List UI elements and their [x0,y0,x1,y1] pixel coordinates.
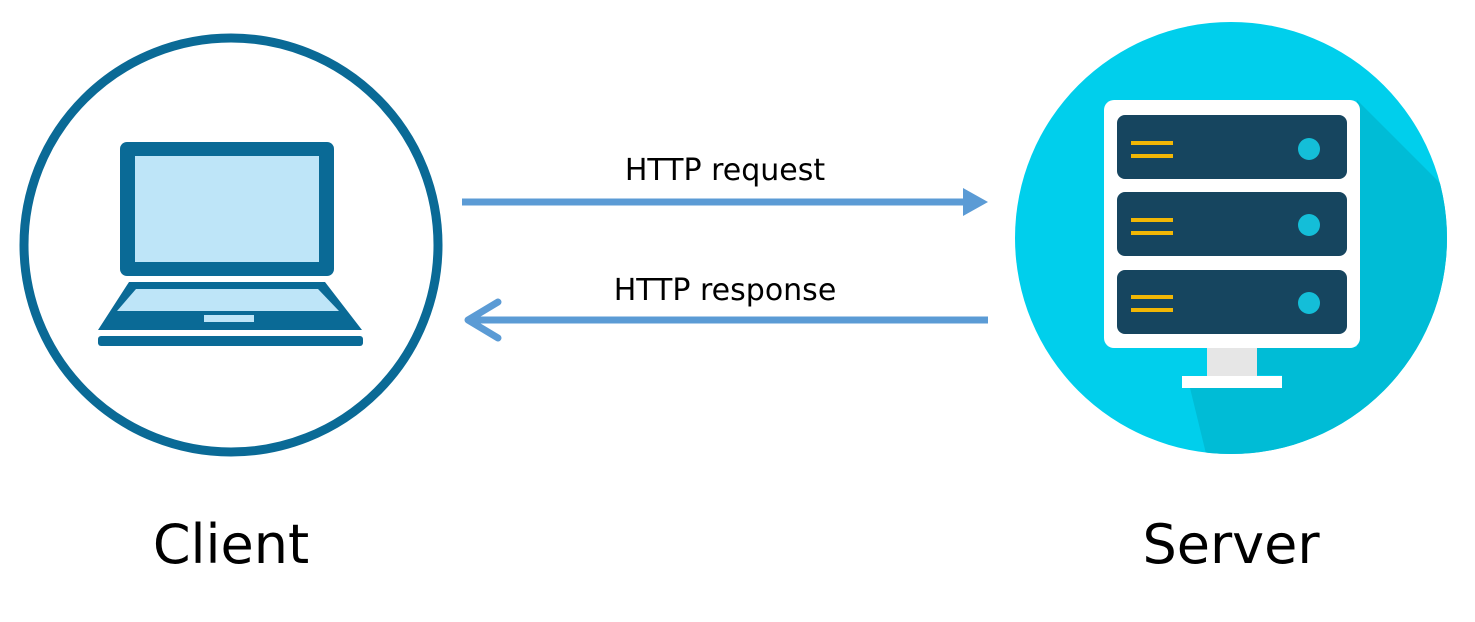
laptop-keyboard [117,289,339,311]
server-node [1015,22,1447,454]
request-arrow [462,188,988,216]
client-node [19,33,443,457]
response-arrow-head [464,298,502,342]
response-arrow [464,298,988,342]
response-label: HTTP response [614,273,837,308]
server-stand-neck [1207,346,1257,378]
request-label: HTTP request [625,153,826,188]
server-label: Server [1142,513,1320,576]
server-unit [1117,115,1347,179]
laptop-screen [135,156,319,262]
server-stand-base [1182,376,1282,388]
client-label: Client [153,513,309,576]
request-arrow-head [963,188,988,216]
laptop-icon [98,142,363,346]
laptop-bottom-rim [98,336,363,346]
server-unit [1117,270,1347,334]
server-rack-icon [1104,100,1360,388]
laptop-touchpad [204,315,254,322]
server-unit [1117,192,1347,256]
